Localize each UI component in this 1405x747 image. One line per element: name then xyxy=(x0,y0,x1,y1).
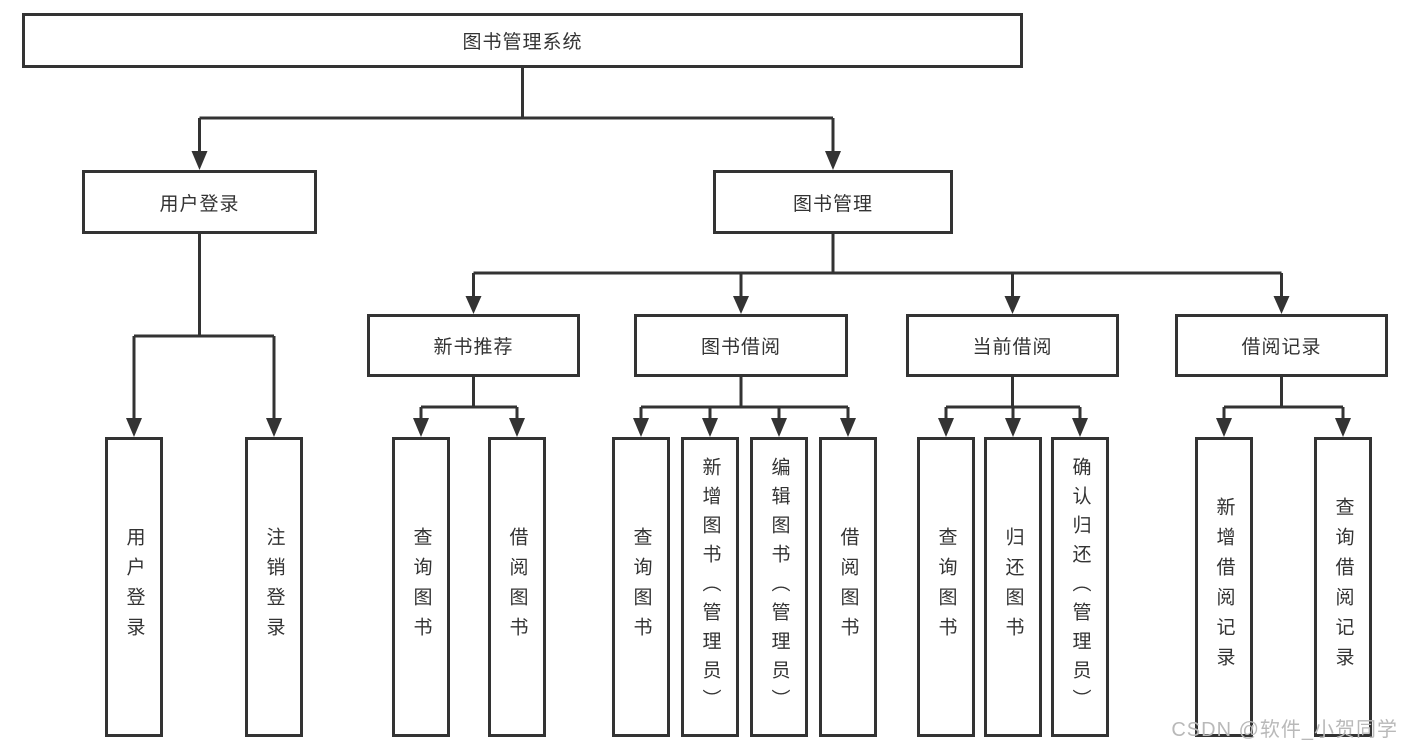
node-user-login-branch: 用户登录 xyxy=(82,170,317,234)
leaf-query-books-borrow-label: 查询图书 xyxy=(630,527,652,647)
leaf-user-login-label: 用户登录 xyxy=(123,527,145,647)
leaf-add-borrow-record: 新增借阅记录 xyxy=(1195,437,1253,737)
leaf-add-books-admin: 新增图书（管理员） xyxy=(681,437,739,737)
leaf-edit-books-admin: 编辑图书（管理员） xyxy=(750,437,808,737)
leaf-borrow-books-label: 借阅图书 xyxy=(837,527,859,647)
leaf-query-books-borrow: 查询图书 xyxy=(612,437,670,737)
node-library-management-system: 图书管理系统 xyxy=(22,13,1023,68)
leaf-logout: 注销登录 xyxy=(245,437,303,737)
node-book-management-branch: 图书管理 xyxy=(713,170,953,234)
leaf-query-borrow-record: 查询借阅记录 xyxy=(1314,437,1372,737)
node-current-borrowing: 当前借阅 xyxy=(906,314,1119,377)
leaf-borrow-books-recommend-label: 借阅图书 xyxy=(506,527,528,647)
leaf-borrow-books-recommend: 借阅图书 xyxy=(488,437,546,737)
leaf-query-books-recommend: 查询图书 xyxy=(392,437,450,737)
node-new-book-recommendation: 新书推荐 xyxy=(367,314,580,377)
leaf-query-books-recommend-label: 查询图书 xyxy=(410,527,432,647)
leaf-borrow-books: 借阅图书 xyxy=(819,437,877,737)
leaf-query-books-current: 查询图书 xyxy=(917,437,975,737)
leaf-user-login: 用户登录 xyxy=(105,437,163,737)
leaf-return-books-label: 归还图书 xyxy=(1002,527,1024,647)
leaf-query-books-current-label: 查询图书 xyxy=(935,527,957,647)
node-book-borrowing: 图书借阅 xyxy=(634,314,848,377)
leaf-confirm-return-admin-label: 确认归还（管理员） xyxy=(1069,456,1091,718)
leaf-add-books-admin-label: 新增图书（管理员） xyxy=(699,456,721,718)
leaf-return-books: 归还图书 xyxy=(984,437,1042,737)
leaf-confirm-return-admin: 确认归还（管理员） xyxy=(1051,437,1109,737)
leaf-edit-books-admin-label: 编辑图书（管理员） xyxy=(768,456,790,718)
csdn-watermark: CSDN @软件_小贺同学 xyxy=(1171,719,1398,741)
leaf-add-borrow-record-label: 新增借阅记录 xyxy=(1213,497,1235,677)
leaf-query-borrow-record-label: 查询借阅记录 xyxy=(1332,497,1354,677)
leaf-logout-label: 注销登录 xyxy=(263,527,285,647)
node-borrowing-records: 借阅记录 xyxy=(1175,314,1388,377)
